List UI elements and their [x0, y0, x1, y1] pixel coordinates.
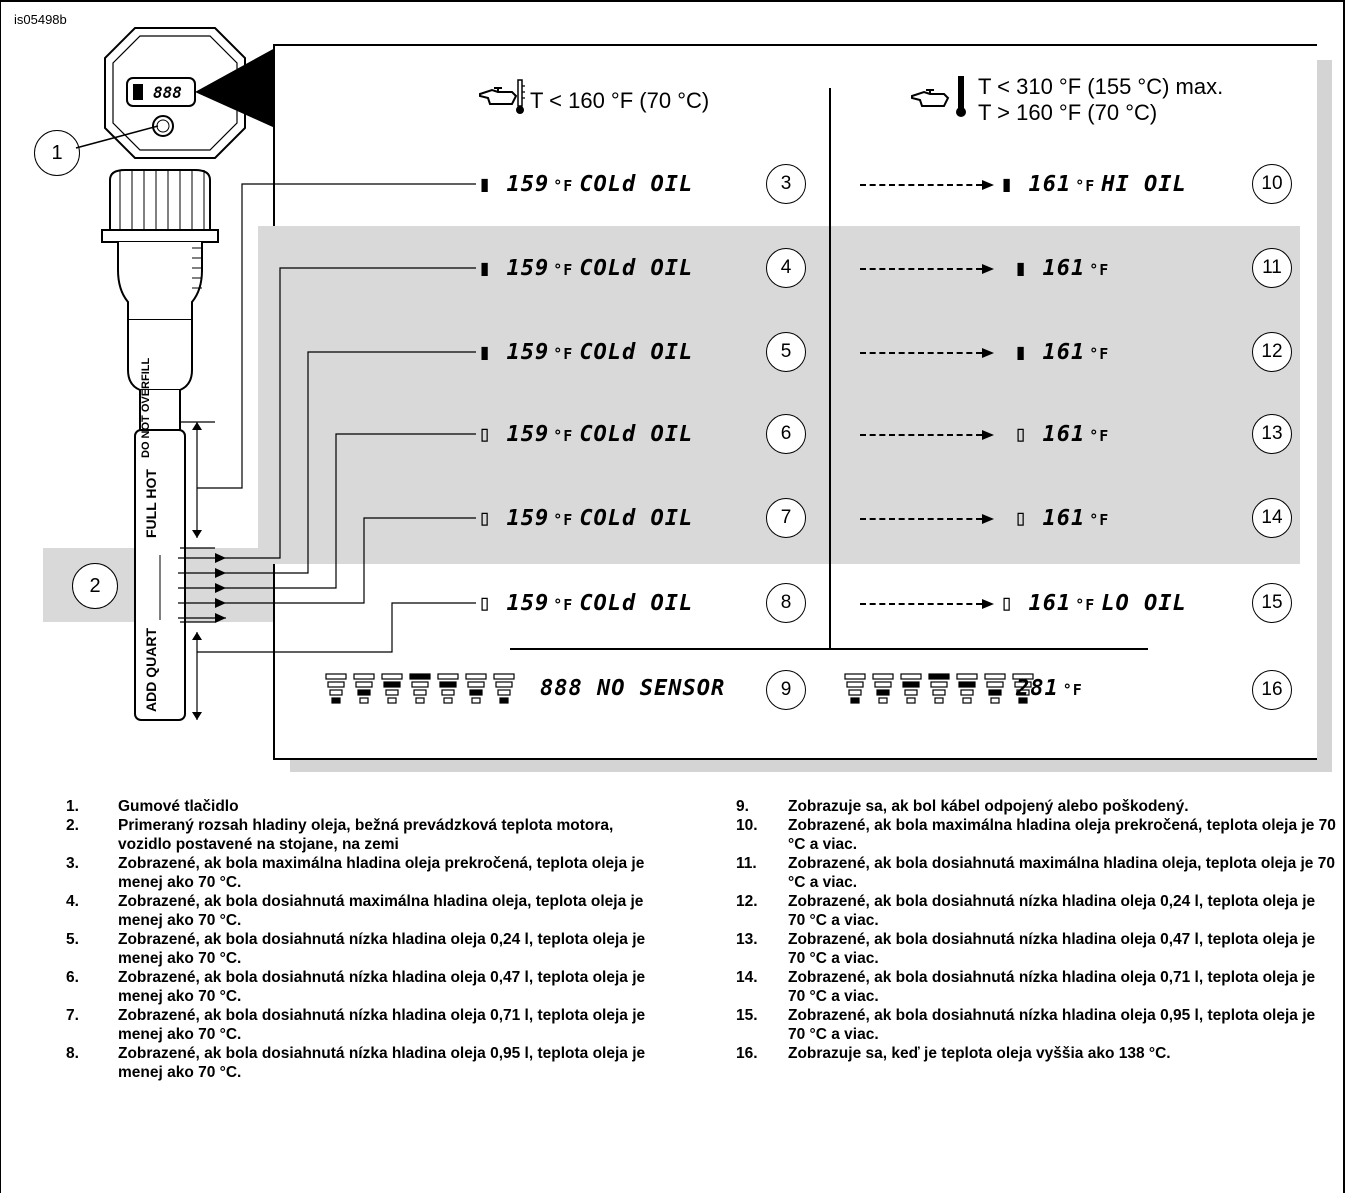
- level-sequence-9: [325, 673, 515, 704]
- callout-4: 4: [766, 248, 806, 288]
- callout-5: 5: [766, 332, 806, 372]
- legend-item-2: 2.Primeraný rozsah hladiny oleja, bežná …: [66, 817, 614, 853]
- arrow-15: [860, 603, 982, 605]
- arrowhead-15: [982, 599, 994, 609]
- callout-9: 9: [766, 670, 806, 710]
- legend-item-7: 7.Zobrazené, ak bola dosiahnutá nízka hl…: [66, 1007, 646, 1043]
- level-bars-12-icon: ▮: [1014, 340, 1029, 365]
- callout-16: 16: [1252, 670, 1292, 710]
- callout-10: 10: [1252, 164, 1292, 204]
- legend-item-1: 1.Gumové tlačidlo: [66, 798, 239, 815]
- callout-8: 8: [766, 583, 806, 623]
- legend-item-13: 13.Zobrazené, ak bola dosiahnutá nízka h…: [736, 931, 1316, 967]
- arrow-11: [860, 268, 982, 270]
- arrowhead-12: [982, 348, 994, 358]
- legend-item-11: 11.Zobrazené, ak bola dosiahnutá maximál…: [736, 855, 1335, 891]
- legend-item-3: 3.Zobrazené, ak bola maximálna hladina o…: [66, 855, 645, 891]
- dipstick-icon: [101, 169, 219, 721]
- header-hot-line2: T > 160 °F (70 °C): [978, 100, 1158, 125]
- legend-right: 9.Zobrazuje sa, ak bol kábel odpojený al…: [736, 797, 1336, 1063]
- callout-1: 1: [34, 130, 80, 176]
- oil-temp-icon-left: [479, 79, 525, 114]
- legend-item-15: 15.Zobrazené, ak bola dosiahnutá nízka h…: [736, 1007, 1316, 1043]
- display-row-13: ▯ 161°F: [1014, 422, 1110, 447]
- display-row-16: 281°F: [1016, 676, 1083, 701]
- callout-12: 12: [1252, 332, 1292, 372]
- level-bars-14-icon: ▯: [1014, 506, 1029, 531]
- arrow-13: [860, 434, 982, 436]
- arrow-10: [860, 184, 982, 186]
- display-row-11: ▮ 161°F: [1014, 256, 1110, 281]
- display-row-14: ▯ 161°F: [1014, 506, 1110, 531]
- arrow-12: [860, 352, 982, 354]
- row-divider: [510, 648, 1148, 650]
- legend-item-6: 6.Zobrazené, ak bola dosiahnutá nízka hl…: [66, 969, 646, 1005]
- display-row-9: 888 NO SENSOR: [540, 676, 726, 701]
- oil-cap-icon: 888: [104, 27, 275, 159]
- callout-3: 3: [766, 164, 806, 204]
- arrowhead-14: [982, 514, 994, 524]
- level-bars-5-icon: ▮: [478, 340, 493, 365]
- oil-temp-icon-right: [911, 76, 966, 117]
- legend-item-8: 8.Zobrazené, ak bola dosiahnutá nízka hl…: [66, 1045, 646, 1081]
- callout-15: 15: [1252, 583, 1292, 623]
- header-hot-line1: T < 310 °F (155 °C) max.: [978, 74, 1224, 99]
- column-divider: [829, 88, 831, 648]
- level-bars-13-icon: ▯: [1014, 422, 1029, 447]
- level-sequence-16: [844, 673, 1034, 704]
- arrow-14: [860, 518, 982, 520]
- callout-6: 6: [766, 414, 806, 454]
- legend-item-9: 9.Zobrazuje sa, ak bol kábel odpojený al…: [736, 798, 1189, 815]
- level-bars-3-icon: ▮: [478, 172, 493, 197]
- legend-left: 1.Gumové tlačidlo 2.Primeraný rozsah hla…: [66, 797, 666, 1082]
- legend-item-10: 10.Zobrazené, ak bola maximálna hladina …: [736, 817, 1336, 853]
- level-bars-8-icon: ▯: [478, 591, 493, 616]
- level-bars-6-icon: ▯: [478, 422, 493, 447]
- arrowhead-13: [982, 430, 994, 440]
- callout-7: 7: [766, 498, 806, 538]
- level-bars-10-icon: ▮: [1000, 172, 1015, 197]
- arrowhead-11: [982, 264, 994, 274]
- level-bars-7-icon: ▯: [478, 506, 493, 531]
- legend-item-14: 14.Zobrazené, ak bola dosiahnutá nízka h…: [736, 969, 1316, 1005]
- level-bars-11-icon: ▮: [1014, 256, 1029, 281]
- callout-2: 2: [72, 563, 118, 609]
- callout-11: 11: [1252, 248, 1292, 288]
- display-row-12: ▮ 161°F: [1014, 340, 1110, 365]
- figure-id: is05498b: [14, 12, 67, 27]
- arrowhead-10: [982, 180, 994, 190]
- level-bars-15-icon: ▯: [1000, 591, 1015, 616]
- callout-14: 14: [1252, 498, 1292, 538]
- legend-item-12: 12.Zobrazené, ak bola dosiahnutá nízka h…: [736, 893, 1316, 929]
- level-bars-4-icon: ▮: [478, 256, 493, 281]
- legend-item-16: 16.Zobrazuje sa, keď je teplota oleja vy…: [736, 1045, 1171, 1062]
- callout-13: 13: [1252, 414, 1292, 454]
- legend-item-4: 4.Zobrazené, ak bola dosiahnutá maximáln…: [66, 893, 644, 929]
- header-cold: T < 160 °F (70 °C): [530, 88, 710, 113]
- legend-item-5: 5.Zobrazené, ak bola dosiahnutá nízka hl…: [66, 931, 646, 967]
- svg-text:888: 888: [153, 83, 182, 102]
